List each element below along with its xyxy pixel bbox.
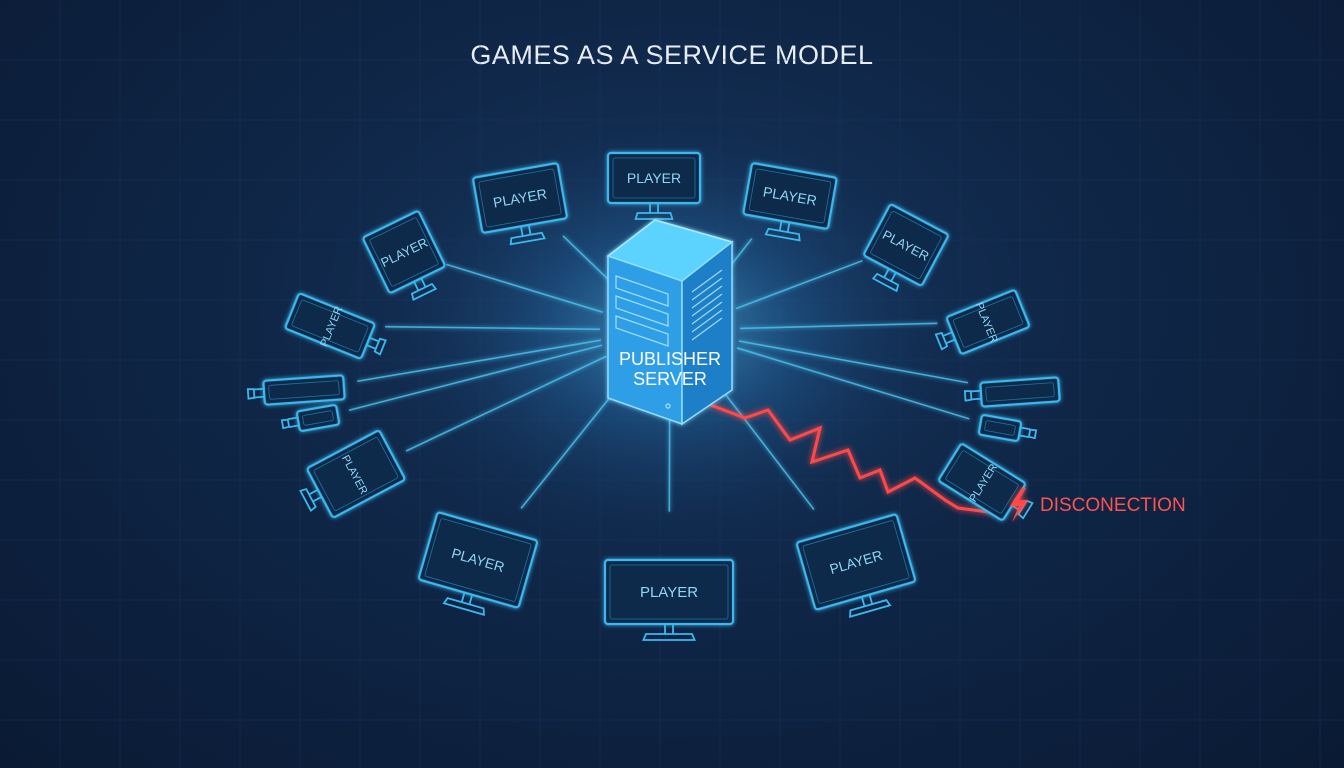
monitor-screen bbox=[802, 520, 910, 604]
connection-line bbox=[738, 340, 969, 384]
monitor-icon bbox=[795, 513, 917, 611]
monitor-screen bbox=[612, 157, 696, 199]
monitor-icon bbox=[306, 429, 406, 519]
monitor-stand bbox=[246, 387, 265, 400]
monitor-stand bbox=[634, 203, 674, 220]
monitor-icon bbox=[603, 558, 735, 626]
diagram-title: GAMES AS A SERVICE MODEL bbox=[470, 40, 874, 70]
monitor-screen bbox=[268, 380, 340, 400]
monitor-icon bbox=[362, 210, 446, 294]
player-monitor bbox=[963, 376, 1061, 408]
monitor-stand bbox=[509, 224, 546, 246]
monitor-icon bbox=[979, 376, 1061, 408]
server-label-line1: PUBLISHER bbox=[619, 349, 721, 369]
server-label-line2: SERVER bbox=[633, 369, 707, 389]
player-label: PLAYER bbox=[627, 170, 681, 186]
monitor-stand bbox=[299, 487, 323, 513]
monitor-screen bbox=[748, 168, 832, 224]
connection-line bbox=[520, 377, 626, 509]
connection-line bbox=[405, 355, 607, 452]
player-monitor: PLAYER bbox=[742, 162, 838, 242]
player-monitor: PLAYER bbox=[417, 511, 539, 616]
connection-line bbox=[735, 259, 863, 310]
monitor-icon bbox=[946, 289, 1030, 355]
monitor-screen bbox=[984, 420, 1016, 436]
connection-line bbox=[446, 263, 604, 314]
monitor-screen bbox=[478, 168, 562, 228]
monitor-stand bbox=[1018, 426, 1038, 440]
player-label: PLAYER bbox=[640, 584, 698, 601]
connection-line bbox=[736, 347, 970, 420]
monitor-screen bbox=[609, 564, 729, 620]
monitor-stand bbox=[849, 594, 892, 618]
server-rack-icon bbox=[615, 269, 723, 409]
monitor-stand bbox=[442, 592, 485, 616]
monitor-screen bbox=[369, 217, 439, 287]
monitor-stand bbox=[934, 331, 956, 351]
lightning-bolt-icon bbox=[1010, 488, 1028, 522]
monitor-icon bbox=[472, 162, 568, 234]
monitor-stand bbox=[410, 277, 438, 301]
connection-line bbox=[357, 339, 602, 383]
disconnection-callout: DISCONECTION bbox=[1010, 488, 1186, 522]
server-front bbox=[607, 254, 683, 426]
player-monitor: PLAYER bbox=[362, 210, 446, 301]
player-monitor: PLAYER bbox=[938, 443, 1034, 521]
monitor-screen bbox=[313, 437, 399, 511]
monitor-icon bbox=[417, 511, 539, 609]
player-monitor bbox=[280, 404, 341, 432]
monitor-icon bbox=[742, 162, 838, 230]
player-monitor bbox=[246, 374, 346, 406]
monitor-icon bbox=[977, 414, 1023, 442]
player-monitor: PLAYER bbox=[603, 558, 735, 641]
monitor-icon bbox=[284, 292, 376, 360]
monitor-screen bbox=[952, 296, 1024, 348]
monitor-stand bbox=[366, 336, 387, 356]
monitor-screen bbox=[424, 518, 532, 602]
monitor-stand bbox=[642, 624, 696, 641]
connection-line bbox=[385, 325, 601, 331]
player-monitor: PLAYER bbox=[472, 162, 568, 246]
player-monitor: PLAYER bbox=[795, 513, 917, 618]
monitor-stand bbox=[871, 268, 900, 293]
monitor-screen bbox=[985, 382, 1055, 402]
monitor-icon bbox=[295, 404, 341, 432]
player-monitors: PLAYERPLAYERPLAYERPLAYERPLAYERPLAYERPLAY… bbox=[246, 151, 1061, 641]
player-monitor: PLAYER bbox=[863, 203, 949, 293]
player-monitor: PLAYER bbox=[934, 289, 1030, 355]
disconnection-line bbox=[707, 402, 1005, 516]
connection-line bbox=[713, 378, 815, 511]
monitor-stand bbox=[963, 389, 982, 402]
monitor-icon bbox=[606, 151, 702, 205]
monitor-icon bbox=[262, 374, 346, 406]
disconnection-label: DISCONECTION bbox=[1040, 495, 1186, 516]
player-monitor bbox=[977, 414, 1038, 442]
monitor-screen bbox=[945, 450, 1019, 514]
player-monitor: PLAYER bbox=[299, 429, 406, 519]
monitor-screen bbox=[870, 210, 942, 280]
monitor-stand bbox=[280, 416, 300, 430]
connection-line bbox=[348, 344, 603, 412]
publisher-server: PUBLISHER SERVER bbox=[606, 219, 734, 426]
player-monitor: PLAYER bbox=[284, 292, 387, 360]
monitor-stand bbox=[764, 220, 801, 242]
connection-line bbox=[739, 322, 938, 330]
monitor-screen bbox=[291, 299, 369, 353]
monitor-screen bbox=[302, 410, 334, 426]
player-monitor: PLAYER bbox=[606, 151, 702, 220]
